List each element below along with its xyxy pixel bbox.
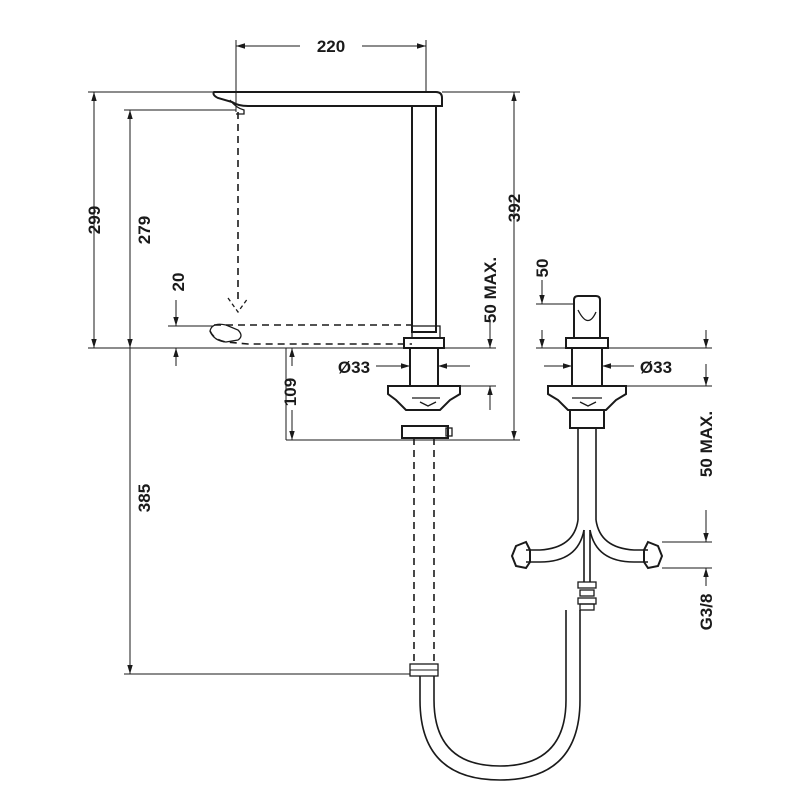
spout-outlet — [229, 99, 245, 115]
dimension-lines — [88, 40, 712, 675]
left-hex-nut — [510, 540, 531, 570]
handle-collar — [565, 337, 609, 349]
main-faucet — [209, 91, 581, 781]
handle-lock-nut — [569, 409, 605, 429]
dim-g3-8: G3/8 — [697, 594, 716, 631]
handle-lever — [573, 295, 601, 339]
dim-392: 392 — [505, 194, 524, 222]
shank-tube — [413, 438, 435, 664]
dim-299: 299 — [85, 206, 104, 234]
outlet-fitting — [577, 581, 597, 589]
connecting-hose — [419, 610, 581, 781]
dim-diameter-right: Ø33 — [640, 358, 672, 377]
mounting-plate — [387, 385, 461, 411]
right-hex-nut — [643, 540, 664, 570]
dim-50-max-left: 50 MAX. — [481, 257, 500, 323]
dim-385: 385 — [135, 484, 154, 512]
handle-mounting-plate — [547, 385, 627, 411]
lock-nut — [401, 425, 449, 439]
handle-assembly — [510, 295, 664, 611]
lowered-spout-tip — [209, 323, 242, 343]
dim-279: 279 — [135, 216, 154, 244]
right-supply-pipe — [589, 519, 648, 563]
dim-50-handle: 50 — [533, 259, 552, 278]
left-supply-pipe — [526, 519, 585, 563]
dim-109: 109 — [281, 378, 300, 406]
dim-220: 220 — [317, 37, 345, 56]
spout-arm — [212, 91, 443, 107]
drop-arrow — [227, 297, 249, 314]
handle-body — [571, 347, 603, 387]
dim-50-max-right: 50 MAX. — [697, 411, 716, 477]
faucet-column — [411, 105, 437, 333]
base-collar — [403, 337, 445, 349]
base-body — [409, 347, 439, 387]
dim-diameter-left: Ø33 — [338, 358, 370, 377]
dim-20: 20 — [169, 273, 188, 292]
